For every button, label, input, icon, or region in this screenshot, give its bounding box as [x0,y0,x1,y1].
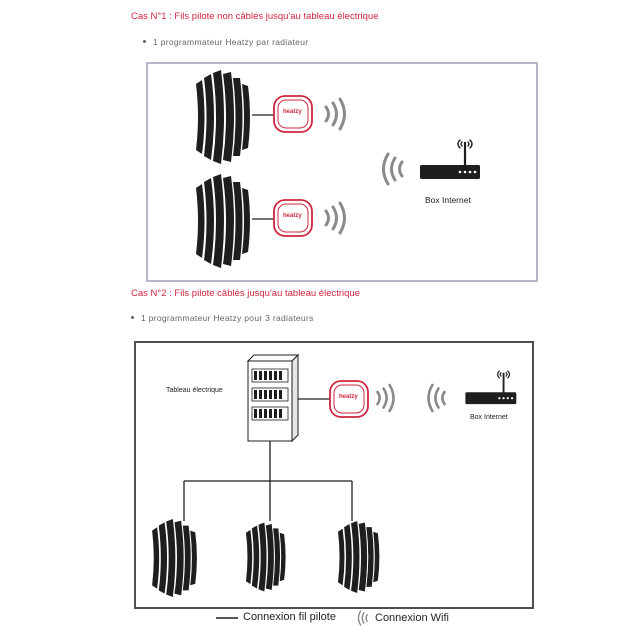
pilot-wire-line [183,398,353,521]
electrical-panel-icon [246,353,300,443]
diagram-case2: Tableau électrique heatzy [134,341,534,609]
router-icon [465,370,517,405]
radiator-icon [152,519,197,597]
tableau-electrique-label: Tableau électrique [166,387,223,394]
wifi-waves-icon [427,383,446,413]
section1-bullet: 1 programmateur Heatzy par radiateur [143,37,308,47]
diagram-case1: heatzy heatzy [146,62,538,282]
radiator-icon [196,174,250,268]
heatzy-device-icon [329,380,369,418]
wifi-waves-icon [324,201,346,235]
wifi-waves-icon [324,97,346,131]
radiator-icon [246,522,286,592]
legend-wifi-label: Connexion Wifi [375,612,449,624]
section2-heading: Cas N°2 : Fils pilote câblés jusqu'au ta… [131,288,360,299]
heatzy-device-icon [273,95,313,133]
bullet-dot [131,316,134,320]
pilot-wire-line [252,218,274,220]
legend-wifi-icon [357,610,368,626]
section1-bullet-text: 1 programmateur Heatzy par radiateur [153,37,309,47]
radiator-icon [338,520,380,594]
heatzy-label: heatzy [339,394,358,400]
section1-heading: Cas N°1 : Fils pilote non câblés jusqu'a… [131,11,379,22]
wifi-waves-icon [376,383,395,413]
radiator-icon [196,70,250,164]
pilot-wire-line [252,114,274,116]
box-internet-label: Box Internet [425,195,471,205]
heatzy-label: heatzy [283,213,302,219]
bullet-dot [143,40,146,44]
section2-bullet: 1 programmateur Heatzy pour 3 radiateurs [131,313,314,323]
wifi-waves-icon [382,152,404,186]
box-internet-label: Box Internet [470,414,508,421]
heatzy-label: heatzy [283,109,302,115]
section2-bullet-text: 1 programmateur Heatzy pour 3 radiateurs [141,313,314,323]
legend-wire-line-icon [216,617,238,619]
legend-wire-label: Connexion fil pilote [243,611,336,623]
heatzy-device-icon [273,199,313,237]
router-icon [420,139,480,179]
